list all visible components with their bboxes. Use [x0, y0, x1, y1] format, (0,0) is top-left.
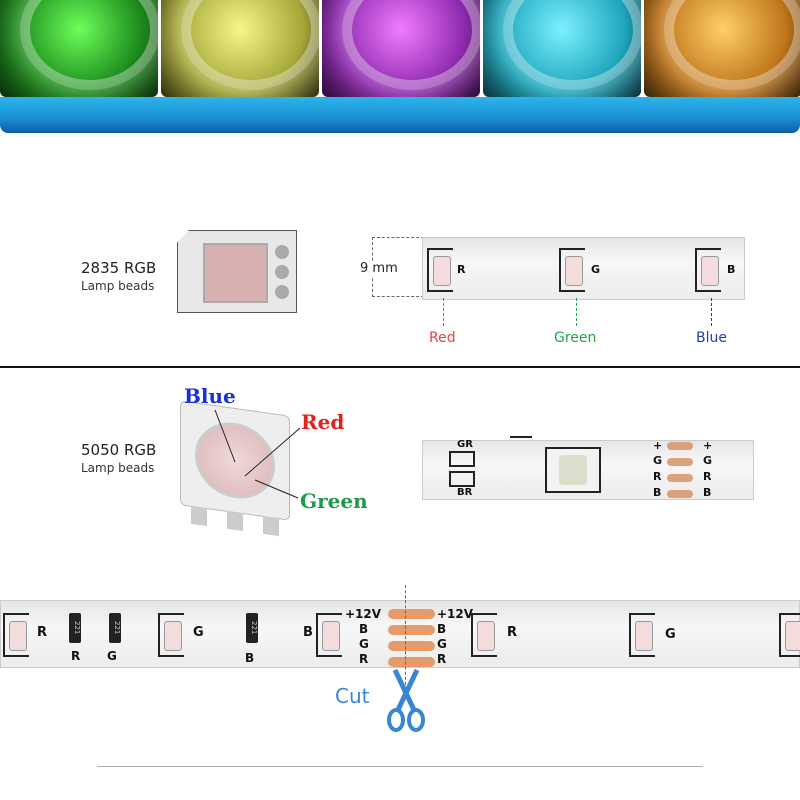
panel-green — [0, 0, 158, 97]
label-blue: Blue — [696, 330, 727, 346]
pad-b: B — [653, 486, 662, 499]
cut-label: Cut — [335, 684, 370, 708]
panel-orange — [644, 0, 800, 97]
pad-g: G — [653, 454, 663, 467]
chip-label-green: Green — [300, 489, 368, 513]
5050-title: 5050 RGB — [81, 441, 157, 459]
pad-r: R — [653, 470, 662, 483]
chip-label-blue: Blue — [184, 384, 236, 408]
scissors-icon — [387, 668, 425, 732]
blue-banner — [0, 97, 800, 133]
2835-chip-image — [177, 230, 297, 313]
panel-yellow — [161, 0, 319, 97]
pin-b: B — [727, 263, 736, 276]
panel-cyan — [483, 0, 641, 97]
strip-top-label: GR — [457, 439, 473, 450]
2835-title: 2835 RGB — [81, 259, 157, 277]
pin-r: R — [457, 263, 466, 276]
panel-purple — [322, 0, 480, 97]
2835-strip: R G B — [422, 237, 745, 300]
chip-label-red: Red — [301, 410, 345, 434]
pad-plus: + — [653, 439, 663, 452]
pin-g: G — [591, 263, 601, 276]
width-label: 9 mm — [358, 261, 400, 276]
bottom-strip: R 221 R 221 G G 221 B B +12V B G R +12V … — [0, 600, 800, 668]
2835-subtitle: Lamp beads — [81, 279, 155, 293]
cut-line — [405, 585, 406, 690]
label-green: Green — [554, 330, 597, 346]
label-red: Red — [429, 330, 456, 346]
5050-subtitle: Lamp beads — [81, 461, 155, 475]
section-divider — [0, 366, 800, 368]
5050-strip: GR BR + G R B + G R B — [422, 439, 754, 500]
bottom-divider — [97, 766, 703, 767]
strip-bottom-label: BR — [457, 487, 473, 498]
